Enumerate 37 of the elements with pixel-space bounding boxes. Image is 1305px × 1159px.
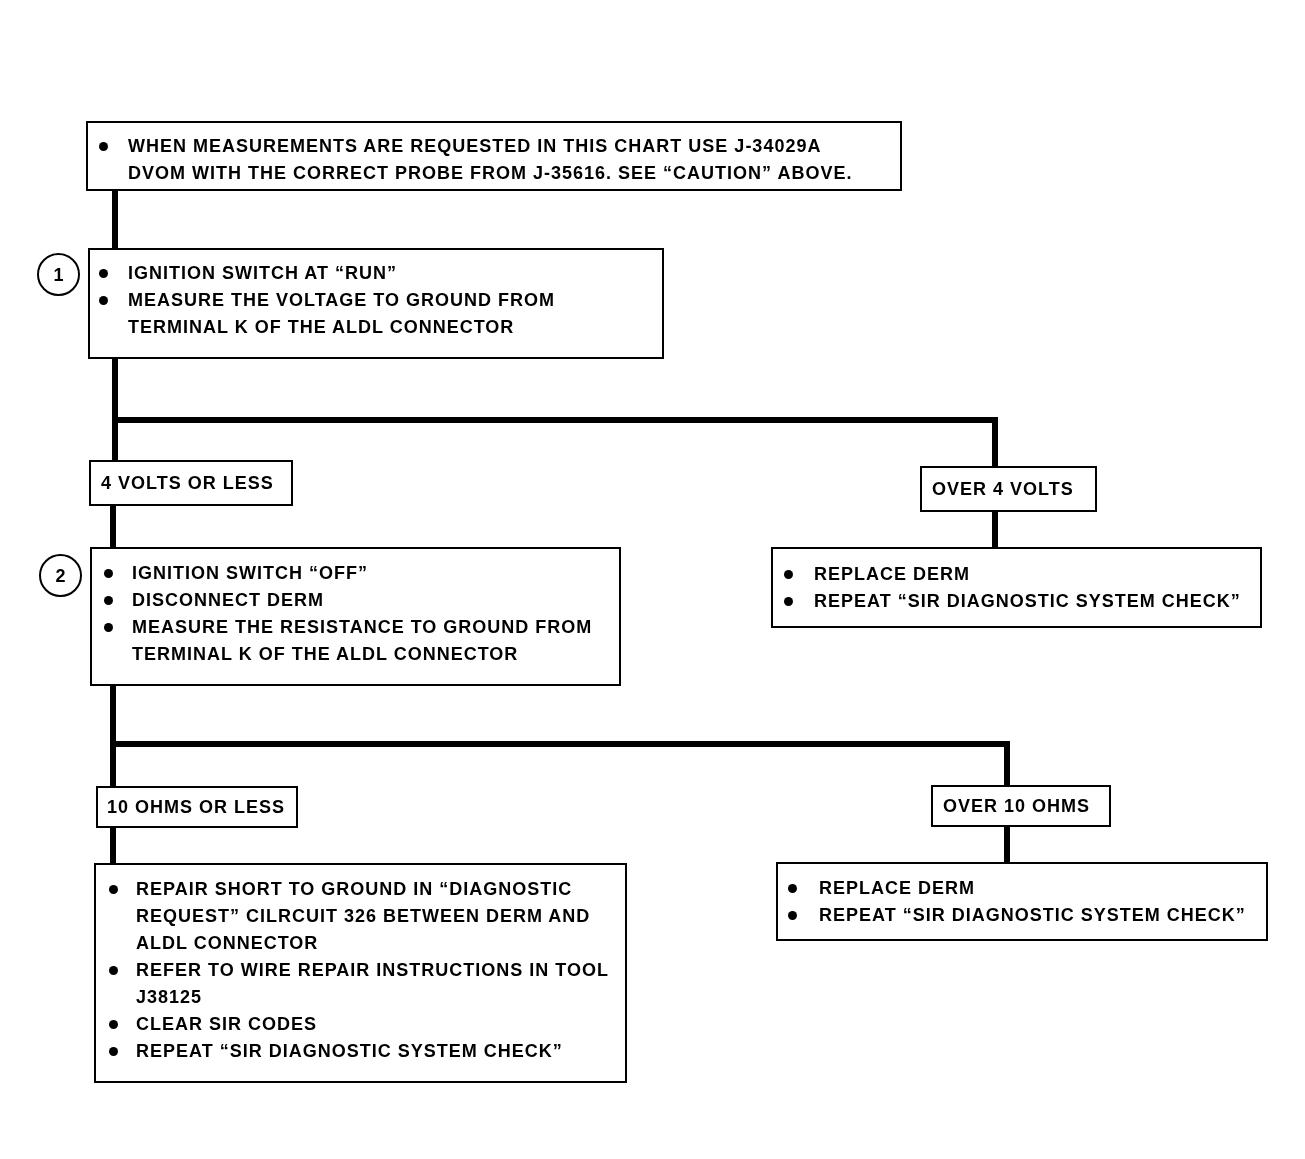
instruction-box bbox=[776, 862, 1268, 941]
instruction-box bbox=[90, 547, 621, 686]
instruction-box bbox=[771, 547, 1262, 628]
result-text: 4 VOLTS OR LESS bbox=[101, 471, 274, 495]
result-text: 10 OHMS OR LESS bbox=[107, 795, 286, 819]
step-number: 1 bbox=[53, 264, 64, 285]
instruction-text: DISCONNECT DERM bbox=[132, 589, 325, 612]
connector-line bbox=[110, 828, 116, 863]
result-box bbox=[89, 460, 293, 506]
connector-line bbox=[1004, 827, 1010, 862]
instruction-text: REPEAT “SIR DIAGNOSTIC SYSTEM CHECK” bbox=[819, 904, 1247, 927]
instruction-text: REPLACE DERM bbox=[819, 877, 976, 900]
result-text: OVER 10 OHMS bbox=[943, 794, 1091, 818]
instruction-box bbox=[86, 121, 902, 191]
result-box bbox=[920, 466, 1097, 512]
instruction-text: REPEAT “SIR DIAGNOSTIC SYSTEM CHECK” bbox=[814, 590, 1242, 613]
instruction-text: IGNITION SWITCH “OFF” bbox=[132, 562, 369, 585]
instruction-text: MEASURE THE VOLTAGE TO GROUND FROM TERMINAL K OF THE ALDL CONNECTOR bbox=[128, 289, 556, 339]
instruction-text: IGNITION SWITCH AT “RUN” bbox=[128, 262, 398, 285]
result-box bbox=[931, 785, 1111, 827]
connector-line bbox=[110, 506, 116, 547]
instruction-text: MEASURE THE RESISTANCE TO GROUND FROM TERMINAL K OF THE ALDL CONNECTOR bbox=[132, 616, 594, 666]
instruction-text: REFER TO WIRE REPAIR INSTRUCTIONS IN TOOL J38125 bbox=[136, 959, 610, 1009]
step-number: 2 bbox=[55, 565, 66, 586]
step-number-circle bbox=[39, 554, 82, 597]
result-text: OVER 4 VOLTS bbox=[932, 477, 1074, 501]
instruction-text: REPEAT “SIR DIAGNOSTIC SYSTEM CHECK” bbox=[136, 1040, 564, 1063]
result-box bbox=[96, 786, 298, 828]
instruction-text: CLEAR SIR CODES bbox=[136, 1013, 319, 1036]
instruction-text: WHEN MEASUREMENTS ARE REQUESTED IN THIS CHART USE J-34029A DVOM WITH THE CORRECT PROBE FROM J-35616. SEE “CAUTION” ABOVE. bbox=[128, 135, 854, 185]
connector-line bbox=[112, 191, 118, 248]
instruction-box bbox=[94, 863, 627, 1083]
instruction-box bbox=[88, 248, 664, 359]
step-number-circle bbox=[37, 253, 80, 296]
connector-line bbox=[992, 512, 998, 547]
instruction-text: REPLACE DERM bbox=[814, 563, 971, 586]
instruction-text: REPAIR SHORT TO GROUND IN “DIAGNOSTIC REQUEST” CILRCUIT 326 BETWEEN DERM AND ALDL CONNECTOR bbox=[136, 878, 592, 955]
